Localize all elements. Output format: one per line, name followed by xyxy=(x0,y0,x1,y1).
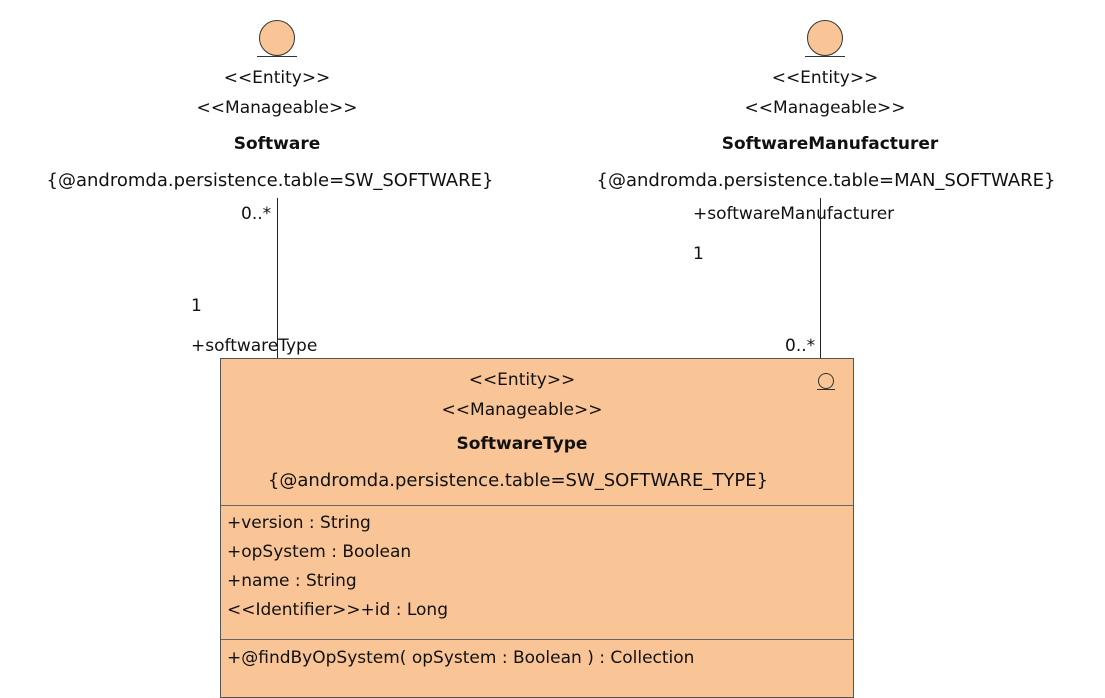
software-stereotype-manageable: <<Manageable>> xyxy=(196,98,358,118)
softwaretype-class[interactable]: <<Entity>> <<Manageable>> SoftwareType {… xyxy=(220,358,854,698)
manufacturer-tagged-value: {@andromda.persistence.table=MAN_SOFTWAR… xyxy=(596,170,1056,191)
software-end-multiplicity: 0..* xyxy=(241,204,272,224)
softwaretype-stereotype-entity: <<Entity>> xyxy=(468,370,576,390)
manufacturer-stereotype-entity: <<Entity>> xyxy=(771,68,879,88)
entity-icon xyxy=(257,20,297,57)
softwaretype-name: SoftwareType xyxy=(456,434,588,454)
entity-icon xyxy=(805,20,845,57)
association-line-manufacturer[interactable] xyxy=(820,198,821,358)
softwaretype-stereotype-manageable: <<Manageable>> xyxy=(441,400,603,420)
software-tagged-value: {@andromda.persistence.table=SW_SOFTWARE… xyxy=(46,170,494,191)
attribute-item: +name : String xyxy=(227,571,357,591)
softwaretype-end-multiplicity: 1 xyxy=(191,296,202,316)
software-name: Software xyxy=(233,134,321,154)
operation-item: +@findByOpSystem( opSystem : Boolean ) :… xyxy=(227,648,695,668)
software-stereotype-entity: <<Entity>> xyxy=(223,68,331,88)
softwaretype-end-multiplicity-2: 0..* xyxy=(785,336,816,356)
softwaretype-role-label: +softwareType xyxy=(191,336,318,356)
attributes-divider xyxy=(221,505,853,506)
attribute-item: +opSystem : Boolean xyxy=(227,542,412,562)
operations-divider xyxy=(221,639,853,640)
association-line-software[interactable] xyxy=(277,198,278,358)
manufacturer-role-label: +softwareManufacturer xyxy=(693,204,895,224)
manufacturer-end-multiplicity: 1 xyxy=(693,244,704,264)
attribute-item: +version : String xyxy=(227,513,371,533)
attribute-item: <<Identifier>>+id : Long xyxy=(227,600,448,620)
manufacturer-stereotype-manageable: <<Manageable>> xyxy=(744,98,906,118)
manufacturer-name: SoftwareManufacturer xyxy=(721,134,939,154)
softwaretype-tagged-value: {@andromda.persistence.table=SW_SOFTWARE… xyxy=(267,470,769,491)
entity-icon xyxy=(817,373,835,390)
